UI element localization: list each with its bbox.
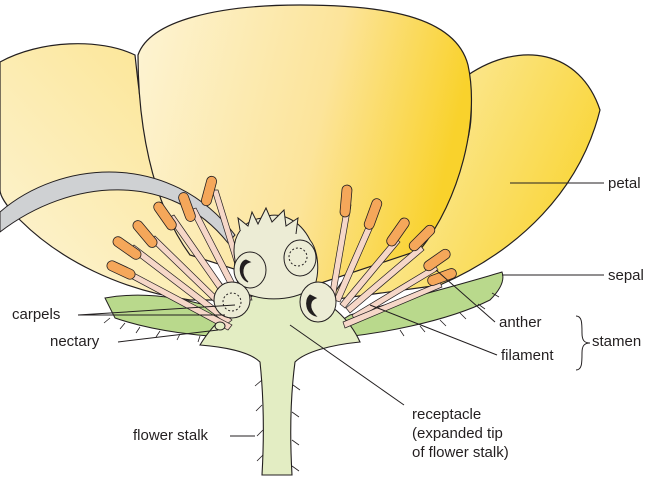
label-anther: anther <box>499 314 542 332</box>
label-nectary: nectary <box>50 333 99 351</box>
label-carpels: carpels <box>12 306 60 324</box>
label-receptacle-line1: receptacle <box>412 405 582 424</box>
label-flower-stalk: flower stalk <box>133 427 208 445</box>
label-sepal: sepal <box>608 267 644 285</box>
label-receptacle: receptacle (expanded tip of flower stalk… <box>412 405 582 462</box>
label-receptacle-line3: of flower stalk) <box>412 443 582 462</box>
label-filament: filament <box>501 347 554 365</box>
label-petal: petal <box>608 175 641 193</box>
label-receptacle-line2: (expanded tip <box>412 424 582 443</box>
label-stamen: stamen <box>592 333 641 351</box>
